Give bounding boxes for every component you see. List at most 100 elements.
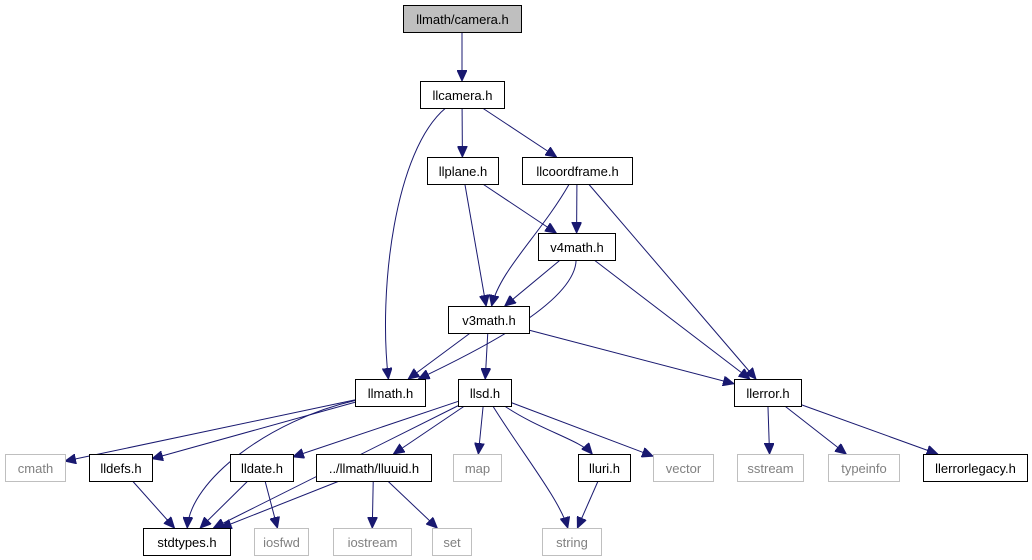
node-label-v4math: v4math.h [550,240,603,255]
node-llmath[interactable]: llmath.h [355,379,426,407]
node-map: map [453,454,502,482]
node-label-v3math: v3math.h [462,313,515,328]
node-root[interactable]: llmath/camera.h [403,5,522,33]
node-lluuid[interactable]: ../llmath/lluuid.h [316,454,432,482]
edge-llerror-to-sstream [768,405,770,454]
edge-llsd-to-lldate [293,400,459,456]
node-label-cmath: cmath [18,461,53,476]
node-label-typeinfo: typeinfo [841,461,887,476]
node-box-set [432,528,472,556]
node-llerrorlegacy[interactable]: llerrorlegacy.h [923,454,1028,482]
node-label-lldefs: lldefs.h [100,461,141,476]
node-lluri[interactable]: lluri.h [578,454,631,482]
node-label-string: string [556,535,588,550]
node-lldefs[interactable]: lldefs.h [89,454,153,482]
edge-v3math-to-llmath [408,332,471,379]
node-box-v4math [538,233,616,261]
node-label-sstream: sstream [747,461,793,476]
nodes-layer: llmath/camera.h llcamera.h llplane.h llcoor… [5,5,1028,556]
edge-llerror-to-llerrorlegacy [800,404,938,454]
edge-llcamera-to-llcoordframe [482,107,556,157]
edge-llsd-to-lluuid [393,405,465,454]
node-box-llerrorlegacy [923,454,1028,482]
node-box-iostream [333,528,412,556]
node-label-map: map [465,461,490,476]
node-box-lluri [578,454,631,482]
node-box-sstream [737,454,804,482]
node-llcamera[interactable]: llcamera.h [420,81,505,109]
node-v3math[interactable]: v3math.h [448,306,530,334]
edge-llsd-to-map [478,405,483,454]
node-box-v3math [448,306,530,334]
node-sstream: sstream [737,454,804,482]
node-iosfwd: iosfwd [254,528,309,556]
edge-llmath-to-stdtypes [187,400,356,528]
node-box-llsd [458,379,512,407]
node-iostream: iostream [333,528,412,556]
node-label-llerrorlegacy: llerrorlegacy.h [935,461,1016,476]
node-box-stdtypes [143,528,231,556]
node-label-llmath: llmath.h [368,386,414,401]
edge-lldate-to-stdtypes [200,480,249,528]
node-box-root [403,5,522,33]
edge-llerror-to-typeinfo [784,405,846,454]
edge-llcoordframe-to-v3math [492,183,570,306]
edge-v3math-to-llerror [528,329,734,384]
node-box-llcamera [420,81,505,109]
node-box-lluuid [316,454,432,482]
node-box-string [542,528,602,556]
node-label-llplane: llplane.h [439,164,487,179]
edge-llplane-to-v3math [464,183,486,306]
node-box-vector [653,454,714,482]
edge-v3math-to-llsd [485,332,488,379]
node-cmath: cmath [5,454,66,482]
edge-v4math-to-v3math [505,259,561,306]
node-label-vector: vector [666,461,702,476]
edge-llsd-to-lluri [504,405,592,454]
node-box-lldate [230,454,294,482]
edge-llcamera-to-llmath [385,107,447,379]
node-llsd[interactable]: llsd.h [458,379,512,407]
node-box-typeinfo [828,454,900,482]
edge-v4math-to-llerror [593,259,750,379]
node-label-llcamera: llcamera.h [433,88,493,103]
node-label-lldate: lldate.h [241,461,283,476]
node-label-lluuid: ../llmath/lluuid.h [329,461,419,476]
node-typeinfo: typeinfo [828,454,900,482]
edge-lluuid-to-stdtypes [221,480,340,528]
edge-lldate-to-iosfwd [264,480,277,528]
node-llerror[interactable]: llerror.h [734,379,802,407]
edge-llcoordframe-to-llerror [588,183,756,379]
edge-llsd-to-vector [510,402,653,457]
edge-llmath-to-lldefs [152,401,356,458]
node-lldate[interactable]: lldate.h [230,454,294,482]
node-label-iosfwd: iosfwd [263,535,300,550]
node-box-llmath [355,379,426,407]
node-box-llcoordframe [522,157,633,185]
node-box-llplane [427,157,499,185]
node-vector: vector [653,454,714,482]
node-label-llerror: llerror.h [746,386,789,401]
node-label-llcoordframe: llcoordframe.h [536,164,618,179]
edge-llplane-to-v4math [482,183,557,233]
node-string: string [542,528,602,556]
node-stdtypes[interactable]: stdtypes.h [143,528,231,556]
node-label-stdtypes: stdtypes.h [157,535,216,550]
edge-lldefs-to-stdtypes [132,480,175,528]
node-box-map [453,454,502,482]
node-label-iostream: iostream [348,535,398,550]
node-box-cmath [5,454,66,482]
edge-lluri-to-string [577,480,599,528]
node-llcoordframe[interactable]: llcoordframe.h [522,157,633,185]
node-box-lldefs [89,454,153,482]
edge-llsd-to-string [492,405,568,528]
node-label-llsd: llsd.h [470,386,500,401]
node-llplane[interactable]: llplane.h [427,157,499,185]
node-label-lluri: lluri.h [589,461,620,476]
edge-lluuid-to-iostream [372,480,373,528]
node-box-llerror [734,379,802,407]
node-v4math[interactable]: v4math.h [538,233,616,261]
node-set: set [432,528,472,556]
edge-lluuid-to-set [387,480,438,528]
